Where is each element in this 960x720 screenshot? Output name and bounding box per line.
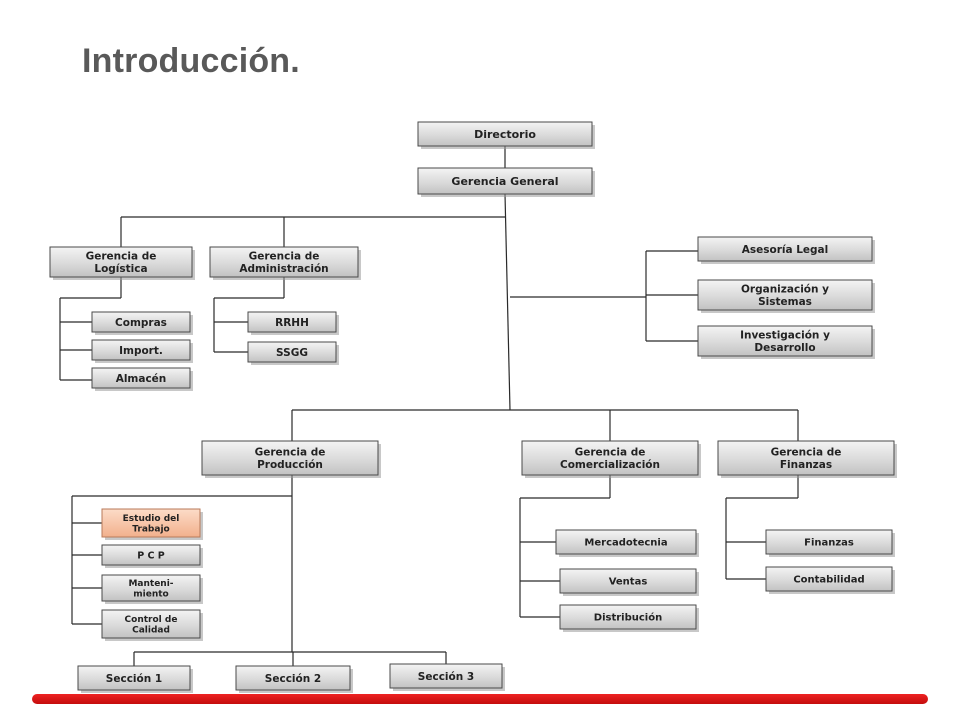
org-node-contabilidad: Contabilidad	[765, 566, 895, 594]
node-box	[697, 236, 873, 262]
node-label: Investigación y	[740, 330, 830, 342]
node-box	[765, 566, 893, 592]
org-node-import: Import.	[91, 339, 193, 363]
org-node-mantenimiento: Manteni-miento	[101, 574, 203, 604]
node-label: miento	[133, 590, 168, 600]
footer-accent-bar	[32, 694, 928, 704]
node-label: Import.	[119, 345, 163, 357]
org-node-mercadotecnia: Mercadotecnia	[555, 529, 699, 557]
node-box	[717, 440, 895, 476]
node-box	[91, 339, 191, 361]
node-box	[49, 246, 193, 278]
org-node-ventas: Ventas	[559, 568, 699, 596]
org-node-distribucion: Distribución	[559, 604, 699, 632]
org-node-seccion-1: Sección 1	[77, 665, 193, 693]
org-node-rrhh: RRHH	[247, 311, 339, 335]
node-box	[235, 665, 351, 691]
node-box	[389, 663, 503, 689]
node-label: Producción	[257, 459, 323, 471]
node-label: Gerencia General	[451, 175, 558, 188]
node-label: Finanzas	[780, 459, 832, 471]
node-box	[697, 279, 873, 311]
org-node-almacen: Almacén	[91, 367, 193, 391]
node-box	[247, 311, 337, 333]
connector-lines	[59, 146, 799, 666]
node-box	[201, 440, 379, 476]
node-label: Organización y	[741, 284, 829, 296]
node-box	[101, 609, 201, 639]
node-box	[77, 665, 191, 691]
node-box	[559, 604, 697, 630]
node-label: Calidad	[132, 626, 170, 636]
node-label: Sistemas	[758, 296, 812, 308]
node-box	[247, 341, 337, 363]
node-label: Trabajo	[132, 525, 169, 535]
node-label: Gerencia de	[771, 447, 842, 459]
node-box	[417, 167, 593, 195]
node-label: Sección 2	[265, 673, 321, 685]
node-box	[765, 529, 893, 555]
org-node-pcp: P C P	[101, 544, 203, 568]
node-label: SSGG	[276, 347, 308, 359]
node-box	[101, 508, 201, 538]
org-node-asesoria-legal: Asesoría Legal	[697, 236, 875, 264]
node-box	[559, 568, 697, 594]
node-label: Administración	[239, 263, 328, 275]
node-box	[697, 325, 873, 357]
node-label: Contabilidad	[793, 575, 864, 586]
node-label: Logística	[94, 263, 147, 275]
node-label: Finanzas	[804, 538, 854, 549]
node-label: Almacén	[116, 373, 167, 385]
org-node-finanzas: Finanzas	[765, 529, 895, 557]
node-label: Estudio del	[123, 514, 180, 524]
node-box	[417, 121, 593, 147]
org-node-seccion-2: Sección 2	[235, 665, 353, 693]
node-label: Directorio	[474, 128, 536, 141]
node-label: Asesoría Legal	[742, 244, 829, 256]
org-node-seccion-3: Sección 3	[389, 663, 505, 691]
node-box	[209, 246, 359, 278]
node-label: P C P	[137, 550, 165, 561]
org-node-compras: Compras	[91, 311, 193, 335]
node-label: Distribución	[594, 612, 662, 624]
node-box	[91, 367, 191, 389]
node-box	[521, 440, 699, 476]
node-label: Control de	[125, 615, 178, 625]
slide-title: Introducción.	[82, 42, 300, 80]
node-label: Compras	[115, 317, 167, 329]
node-label: Sección 3	[418, 671, 474, 683]
node-label: Mercadotecnia	[584, 538, 667, 549]
node-label: Manteni-	[128, 579, 173, 589]
node-label: Ventas	[609, 577, 648, 588]
node-label: Sección 1	[106, 673, 162, 685]
connector-line	[504, 193, 511, 411]
node-box	[91, 311, 191, 333]
node-label: Gerencia de	[249, 251, 320, 263]
node-box	[101, 544, 201, 566]
node-label: RRHH	[275, 317, 309, 329]
org-node-ssgg: SSGG	[247, 341, 339, 365]
node-label: Gerencia de	[86, 251, 157, 263]
org-node-directorio: Directorio	[417, 121, 595, 149]
node-label: Comercialización	[560, 459, 660, 471]
node-label: Gerencia de	[575, 447, 646, 459]
org-node-gerencia-general: Gerencia General	[417, 167, 595, 197]
node-box	[101, 574, 201, 602]
node-box	[555, 529, 697, 555]
node-label: Gerencia de	[255, 447, 326, 459]
node-label: Desarrollo	[754, 342, 815, 354]
